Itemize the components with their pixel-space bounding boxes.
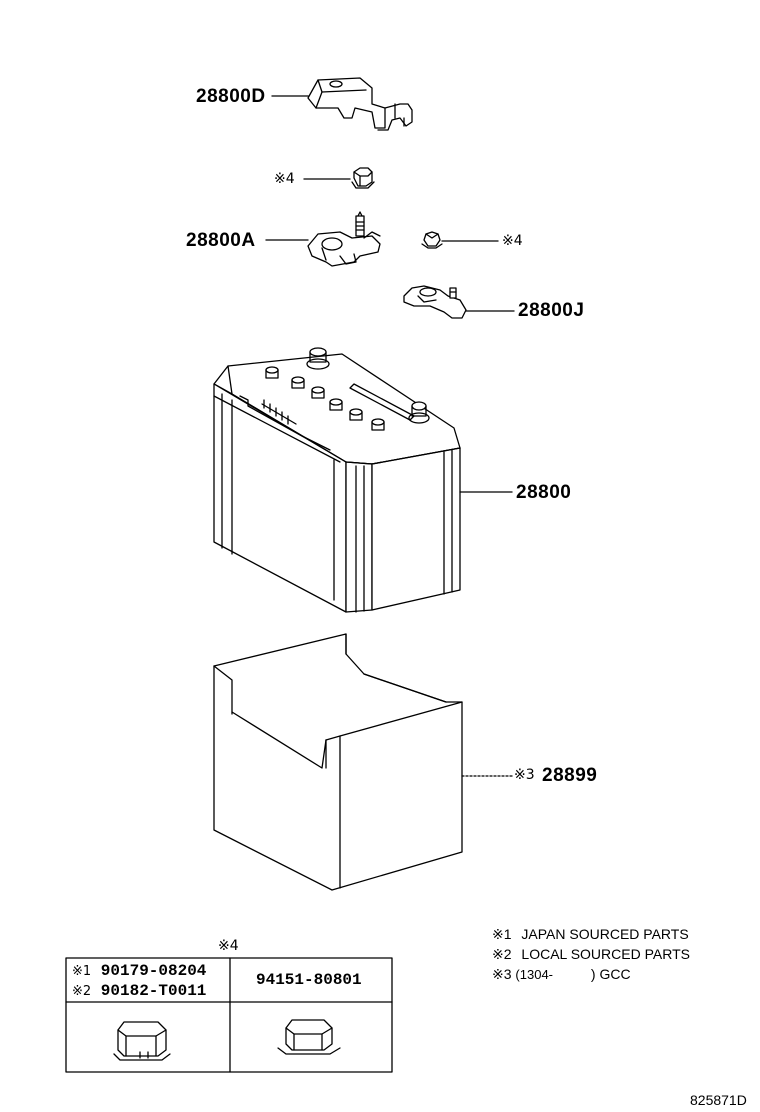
table-caption: ※4 — [218, 938, 239, 954]
legend-text-1: JAPAN SOURCED PARTS — [521, 926, 689, 942]
note-mark-right-nut: ※4 — [502, 233, 523, 249]
legend-mark-2: ※2 — [492, 946, 512, 962]
battery-tray-illustration — [213, 633, 515, 891]
legend-text-2: LOCAL SOURCED PARTS — [521, 946, 690, 962]
table-row-1-part[interactable]: 90179-08204 — [100, 962, 207, 980]
legend-line-3: ※3 (1304- ) GCC — [492, 964, 631, 985]
part-label-negative-clamp[interactable]: 28800J — [518, 300, 585, 321]
legend-line-1: ※1 JAPAN SOURCED PARTS — [492, 924, 689, 944]
table-nut-right-illustration — [277, 1019, 341, 1055]
diagram-id: 825871D — [690, 1092, 747, 1108]
terminal-cover-illustration — [271, 77, 413, 131]
table-row-2-mark: ※2 — [72, 984, 92, 999]
part-label-battery[interactable]: 28800 — [516, 482, 572, 503]
table-row-1-mark: ※1 — [72, 964, 92, 979]
table-col-2-part[interactable]: 94151-80801 — [256, 971, 362, 989]
legend-text-3a: (1304- — [515, 967, 553, 982]
note-mark-tray: ※3 — [514, 767, 535, 783]
part-label-terminal-cover[interactable]: 28800D — [196, 86, 266, 107]
part-label-positive-clamp[interactable]: 28800A — [186, 230, 256, 251]
battery-illustration — [213, 347, 513, 613]
fastener-table-grid — [65, 957, 393, 1073]
part-label-battery-tray[interactable]: 28899 — [542, 765, 598, 786]
flange-nut-right-illustration — [421, 231, 499, 249]
flange-nut-top-illustration — [303, 167, 375, 189]
table-row-2: ※2 90182-T0011 — [72, 982, 206, 1000]
table-row-2-part[interactable]: 90182-T0011 — [100, 982, 207, 1000]
legend-mark-1: ※1 — [492, 926, 512, 942]
positive-clamp-illustration — [265, 211, 381, 267]
negative-clamp-illustration — [403, 285, 515, 319]
table-row-1: ※1 90179-08204 — [72, 962, 206, 980]
legend-text-3b: ) GCC — [590, 966, 631, 982]
note-mark-top-nut: ※4 — [274, 171, 295, 187]
legend-line-2: ※2 LOCAL SOURCED PARTS — [492, 944, 690, 964]
legend-mark-3: ※3 — [492, 966, 512, 982]
table-nut-left-illustration — [113, 1021, 171, 1061]
